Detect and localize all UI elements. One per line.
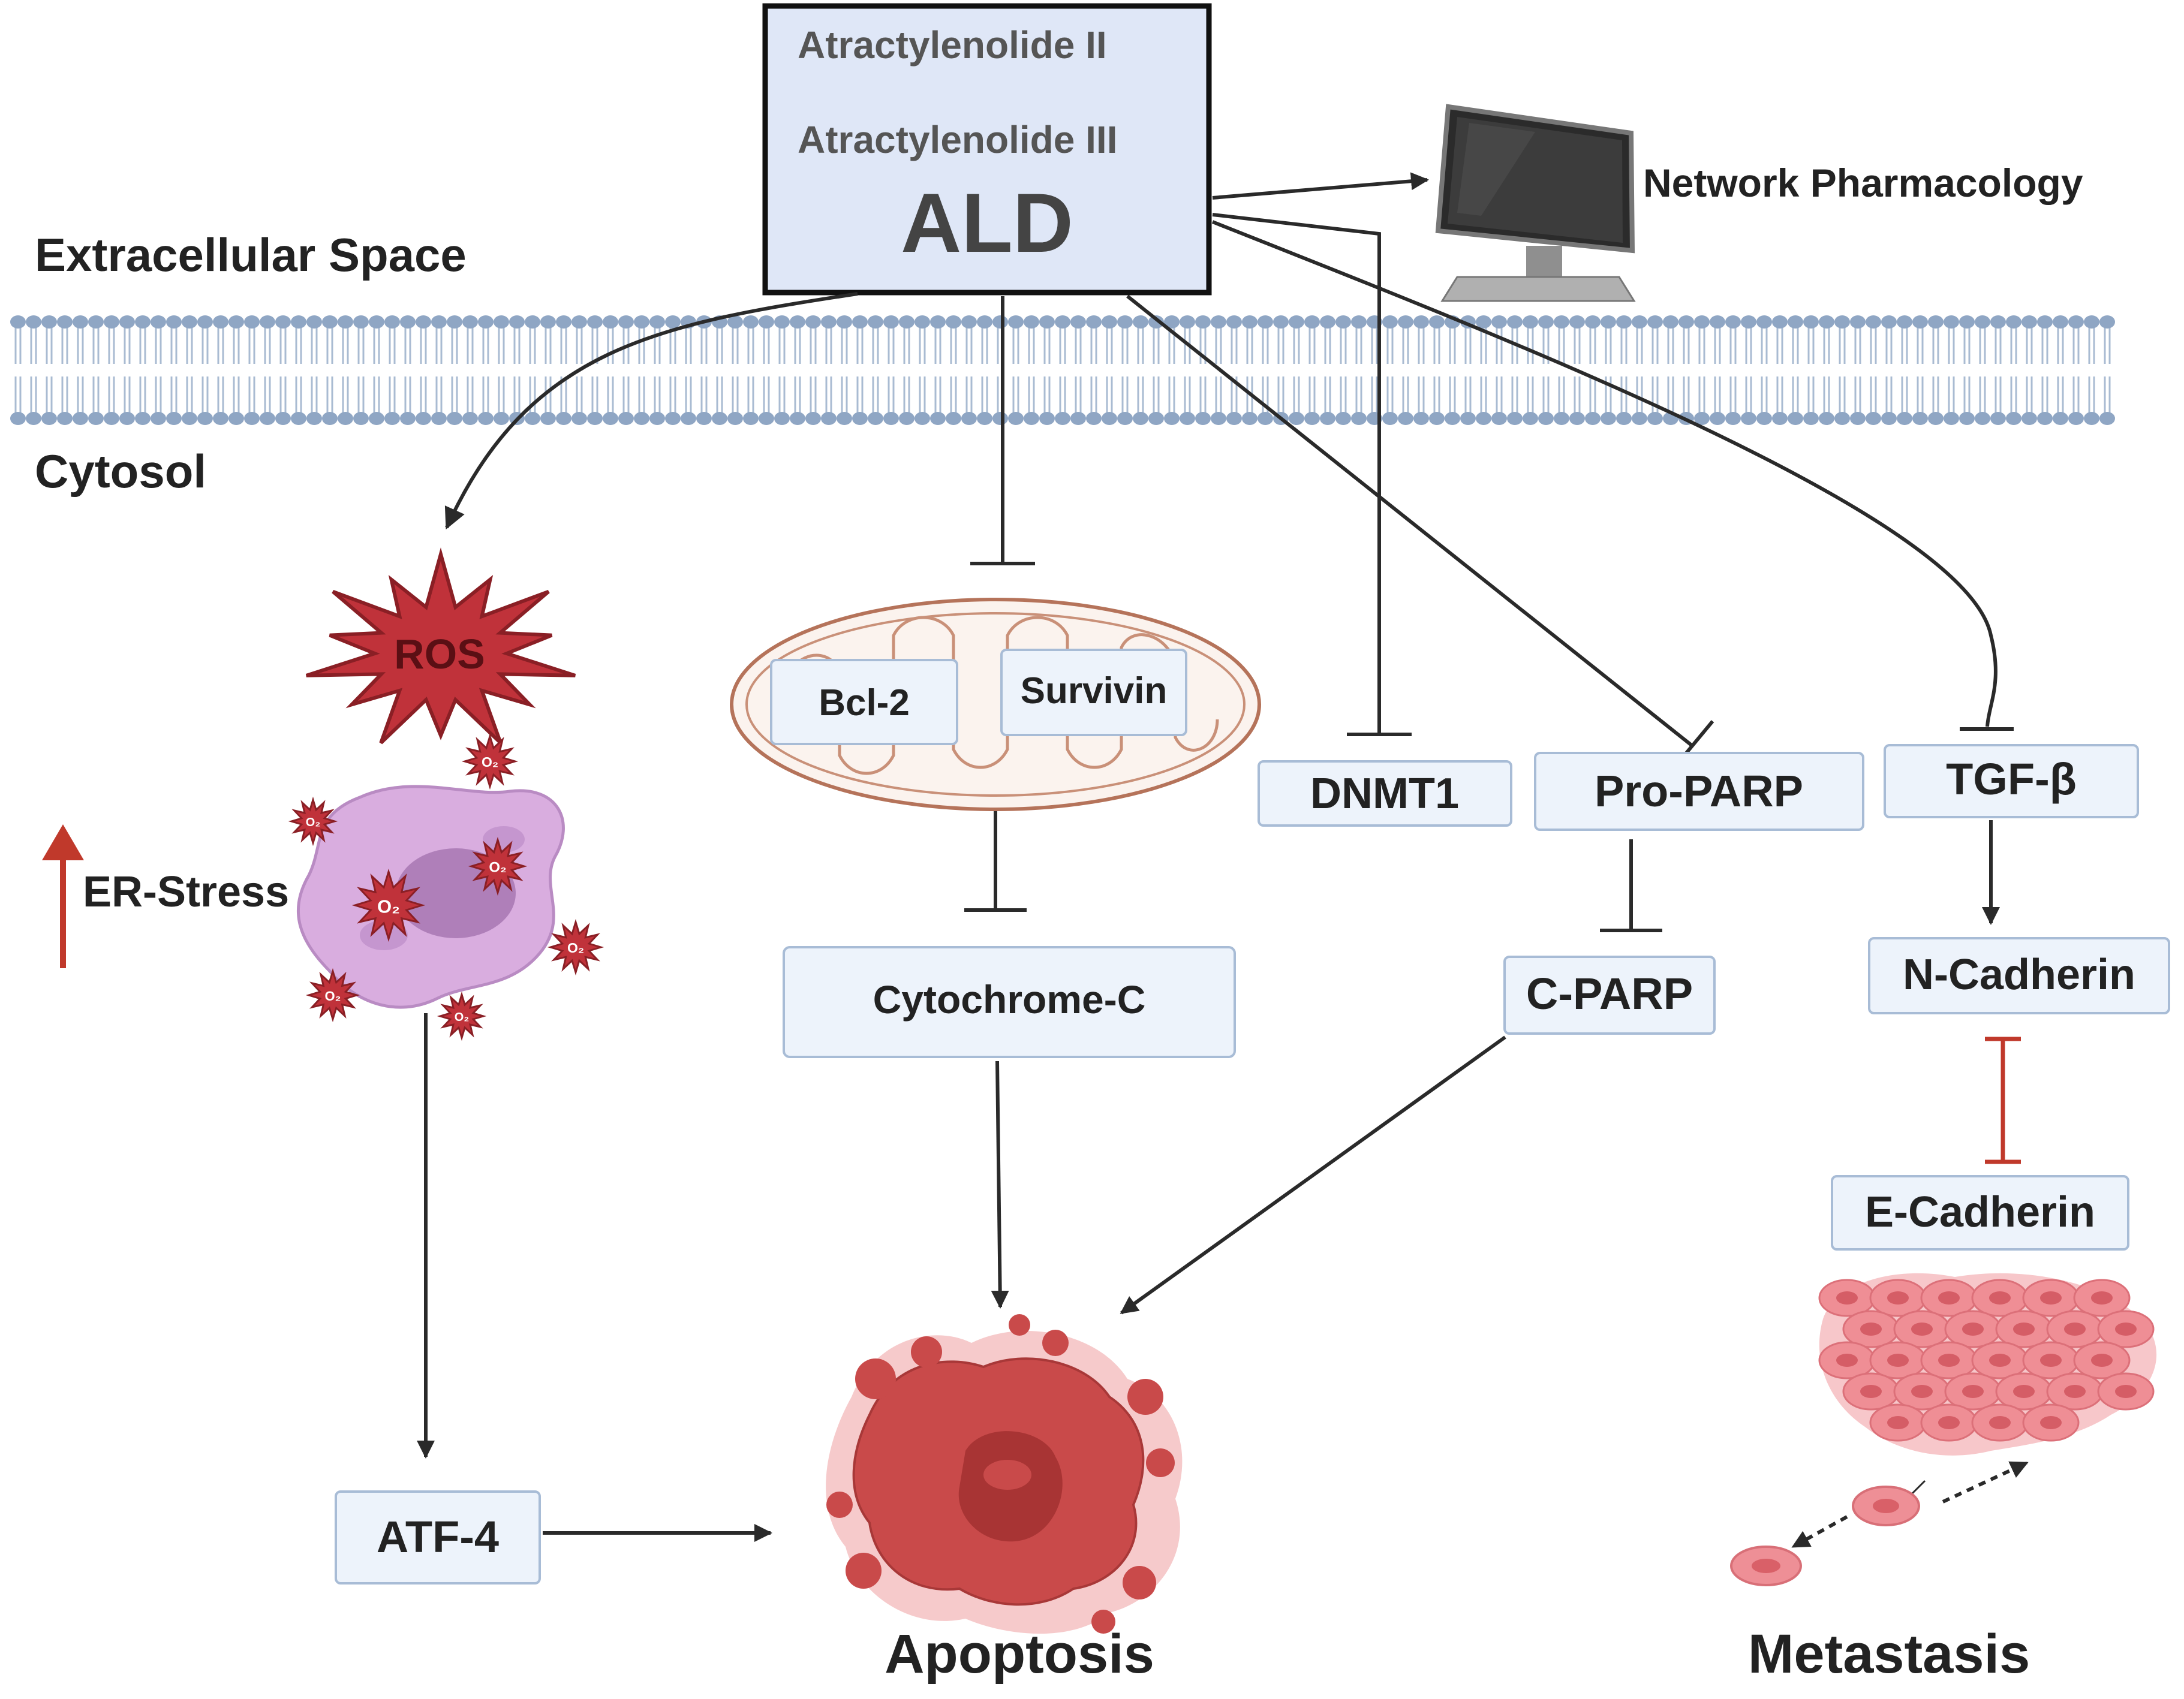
edge-cluster-to-circulating-cell — [1942, 1461, 2029, 1504]
superoxide-label: O₂ — [489, 860, 506, 876]
edge-ald-to-network — [1212, 172, 1429, 200]
superoxide-label: O₂ — [306, 816, 320, 829]
ald-drug-box: Atractylenolide II Atractylenolide III A… — [762, 3, 1212, 296]
apoptotic-cell-icon — [826, 1314, 1183, 1634]
superoxide-burst-icon: O₂ — [288, 796, 338, 847]
edge-ald-inhibits-pro-parp — [1126, 294, 1693, 748]
superoxide-label: O₂ — [377, 896, 400, 917]
er-stress-label: ER-Stress — [83, 868, 289, 916]
superoxide-label: O₂ — [325, 989, 341, 1004]
network-pharmacology-label: Network Pharmacology — [1643, 161, 2083, 205]
superoxide-label: O₂ — [567, 940, 584, 956]
metastatic-cluster-icon — [1730, 1273, 2157, 1586]
node-c-parp: C-PARP — [1503, 956, 1716, 1035]
pro-parp-label: Pro-PARP — [1595, 766, 1803, 816]
er-stressed-cell-icon — [296, 785, 565, 1009]
metastasis-label: Metastasis — [1748, 1623, 2030, 1685]
superoxide-burst-icon: O₂ — [461, 733, 519, 790]
ald-label: ALD — [901, 176, 1073, 270]
ros-label: ROS — [394, 631, 485, 677]
node-cytochrome-c: Cytochrome-C — [783, 946, 1236, 1058]
edge-ald-inhibits-dnmt1 — [1212, 213, 1381, 734]
atf4-label: ATF-4 — [377, 1512, 499, 1562]
node-pro-parp: Pro-PARP — [1534, 752, 1864, 831]
edge-cytochrome-c-to-apoptosis — [991, 1061, 1009, 1309]
node-n-cadherin: N-Cadherin — [1868, 937, 2170, 1014]
monitor-icon — [1435, 104, 1636, 302]
pathway-edges — [417, 172, 2021, 1542]
superoxide-label: O₂ — [482, 754, 498, 770]
node-survivin: Survivin — [1000, 649, 1187, 736]
superoxide-burst-icon: O₂ — [547, 918, 604, 976]
apoptosis-label: Apoptosis — [885, 1623, 1154, 1685]
node-bcl2: Bcl-2 — [770, 659, 958, 745]
extracellular-space-label: Extracellular Space — [35, 228, 467, 281]
node-e-cadherin: E-Cadherin — [1831, 1175, 2129, 1251]
edge-circulating-cell-to-secondary — [1791, 1515, 1848, 1549]
edge-ald-inhibits-tgf-beta — [1211, 220, 1998, 727]
superoxide-burst-icon: O₂ — [468, 836, 528, 896]
edge-ald-to-ros — [444, 292, 858, 530]
node-dnmt1: DNMT1 — [1258, 760, 1512, 827]
node-tgf-beta: TGF-β — [1884, 744, 2139, 818]
survivin-label: Survivin — [1021, 670, 1168, 712]
cytosol-label: Cytosol — [35, 445, 206, 498]
tgf-beta-label: TGF-β — [1946, 754, 2077, 804]
atractylenolide-ii-label: Atractylenolide II — [798, 23, 1107, 67]
superoxide-burst-icon: O₂ — [305, 968, 360, 1023]
superoxide-bursts: O₂ O₂ O₂ O₂ O₂ O₂ O₂ — [288, 733, 604, 1041]
atractylenolide-iii-label: Atractylenolide III — [798, 118, 1117, 161]
superoxide-label: O₂ — [455, 1011, 469, 1024]
n-cadherin-label: N-Cadherin — [1903, 951, 2135, 999]
bcl2-label: Bcl-2 — [819, 682, 910, 724]
superoxide-burst-icon: O₂ — [351, 868, 426, 942]
node-atf4: ATF-4 — [335, 1490, 541, 1584]
superoxide-burst-icon: O₂ — [437, 991, 487, 1041]
edge-c-parp-to-apoptosis — [1120, 1035, 1506, 1315]
ros-starburst: ROS — [305, 547, 576, 745]
cell-membrane — [10, 315, 2115, 425]
cytochrome-c-label: Cytochrome-C — [873, 977, 1146, 1022]
dnmt1-label: DNMT1 — [1310, 770, 1459, 818]
c-parp-label: C-PARP — [1526, 969, 1693, 1019]
er-stress-up-arrow-icon — [42, 824, 84, 968]
e-cadherin-label: E-Cadherin — [1865, 1188, 2095, 1236]
